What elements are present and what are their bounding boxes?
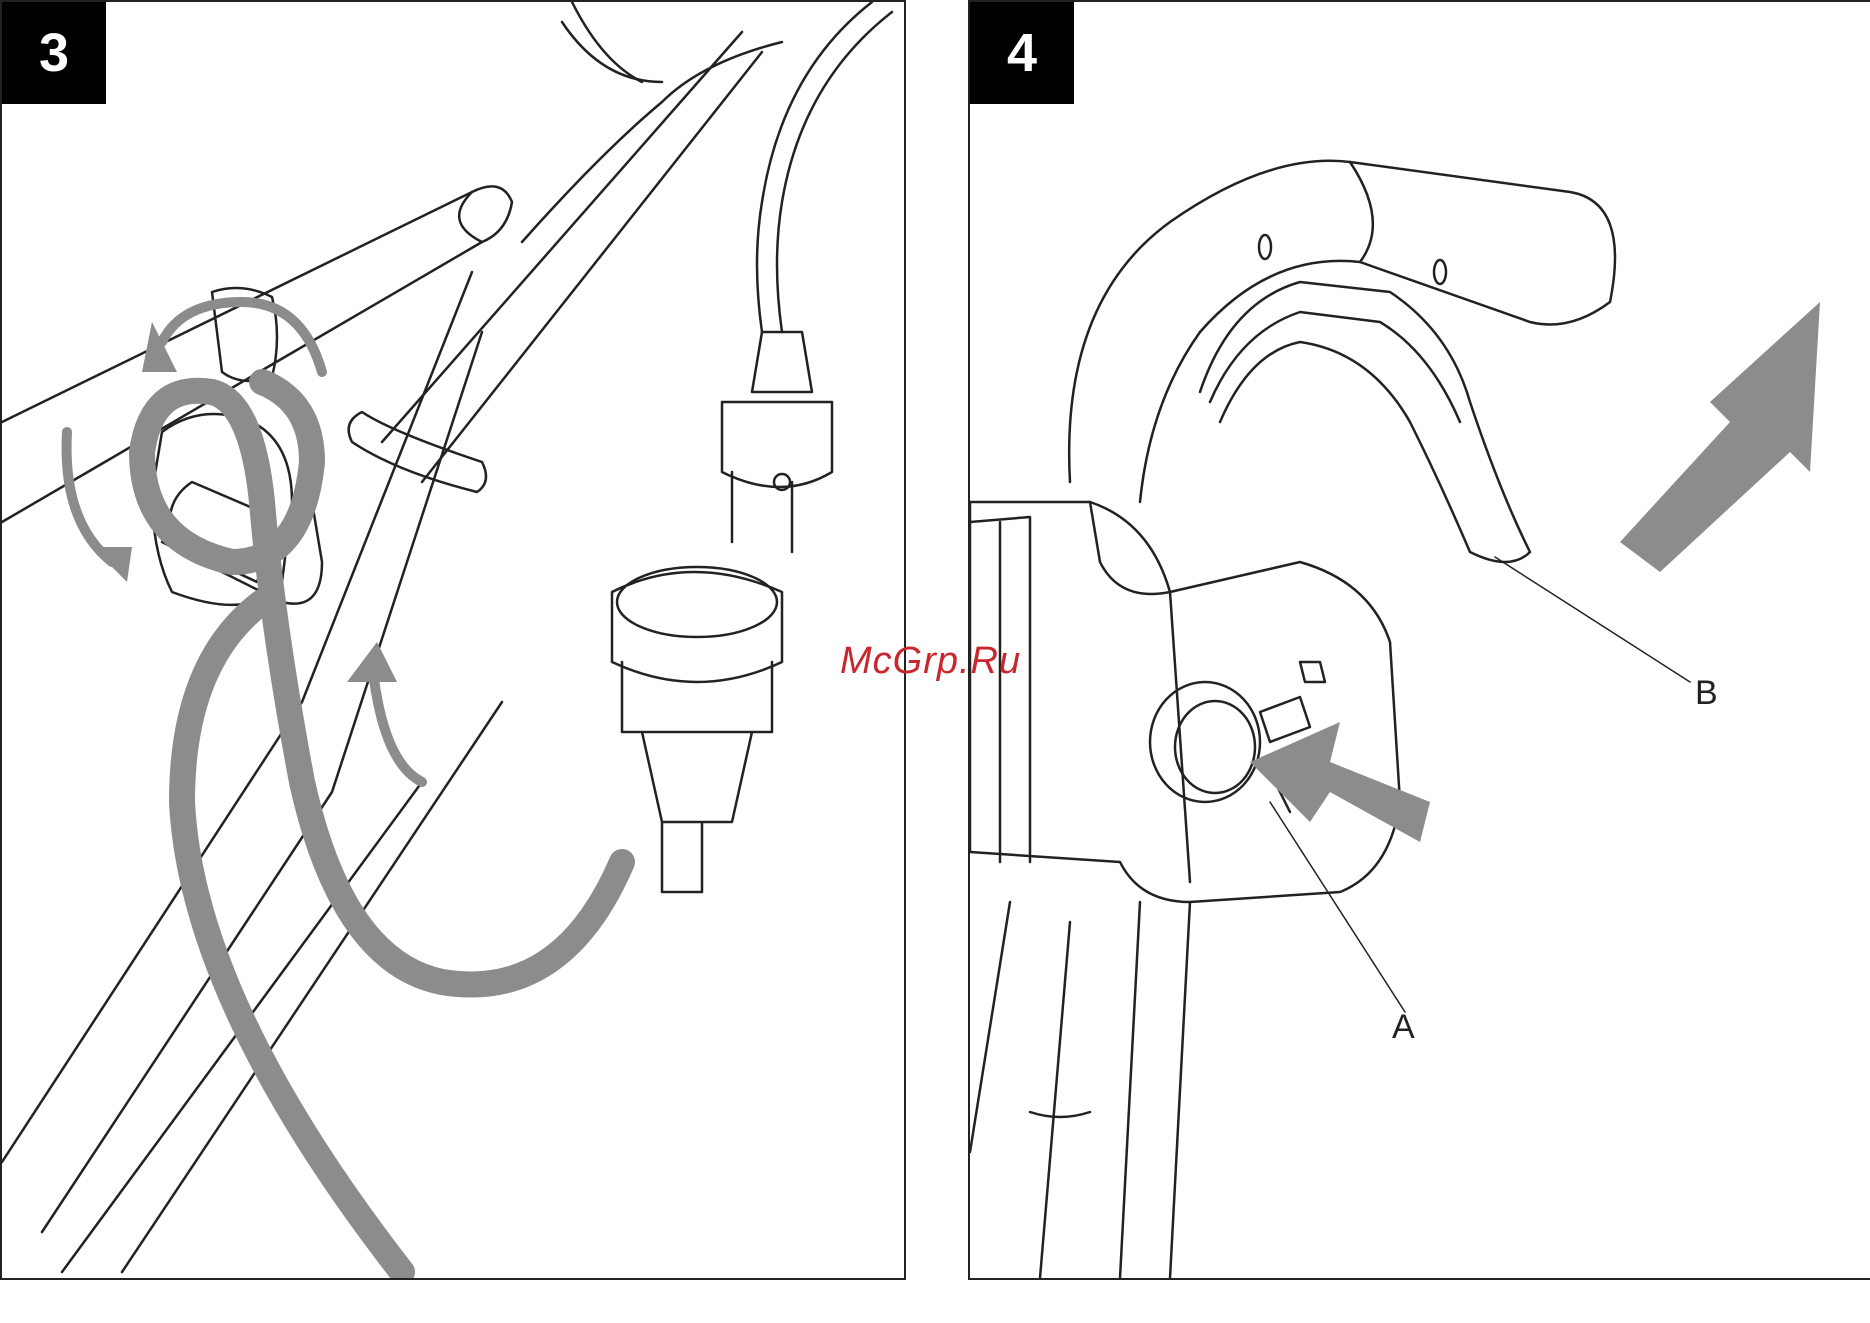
handlebar [1069,161,1373,502]
power-cord [777,12,892,332]
arrowhead-left [92,547,132,582]
lower-frame [970,902,1190,1278]
lift-arrow [1620,302,1820,572]
callout-label-a: A [1392,1008,1415,1047]
watermark-text: McGrp.Ru [840,640,1021,683]
frame-tube-right [382,32,742,442]
safety-lever [1200,282,1530,562]
switch-housing [970,502,1400,902]
tube-clip [349,412,486,492]
frame-upper-curve [522,42,782,242]
switch-handle-illustration [970,2,1870,1278]
callout-line-a [1270,802,1405,1012]
power-plug [722,332,832,552]
rotation-arrow-top [162,302,322,372]
step-number-badge: 3 [2,2,106,104]
rotation-arrow-left [67,432,112,562]
extension-socket [612,572,782,682]
step-number-badge: 4 [970,2,1074,104]
cord-strain-relief-illustration [2,2,904,1278]
callout-label-b: B [1695,674,1718,713]
arrowhead-bottom [347,642,397,682]
callout-line-b [1495,557,1690,682]
step-3-panel: 3 [0,0,906,1280]
step-4-panel: 4 [968,0,1870,1280]
start-button [1150,682,1260,802]
